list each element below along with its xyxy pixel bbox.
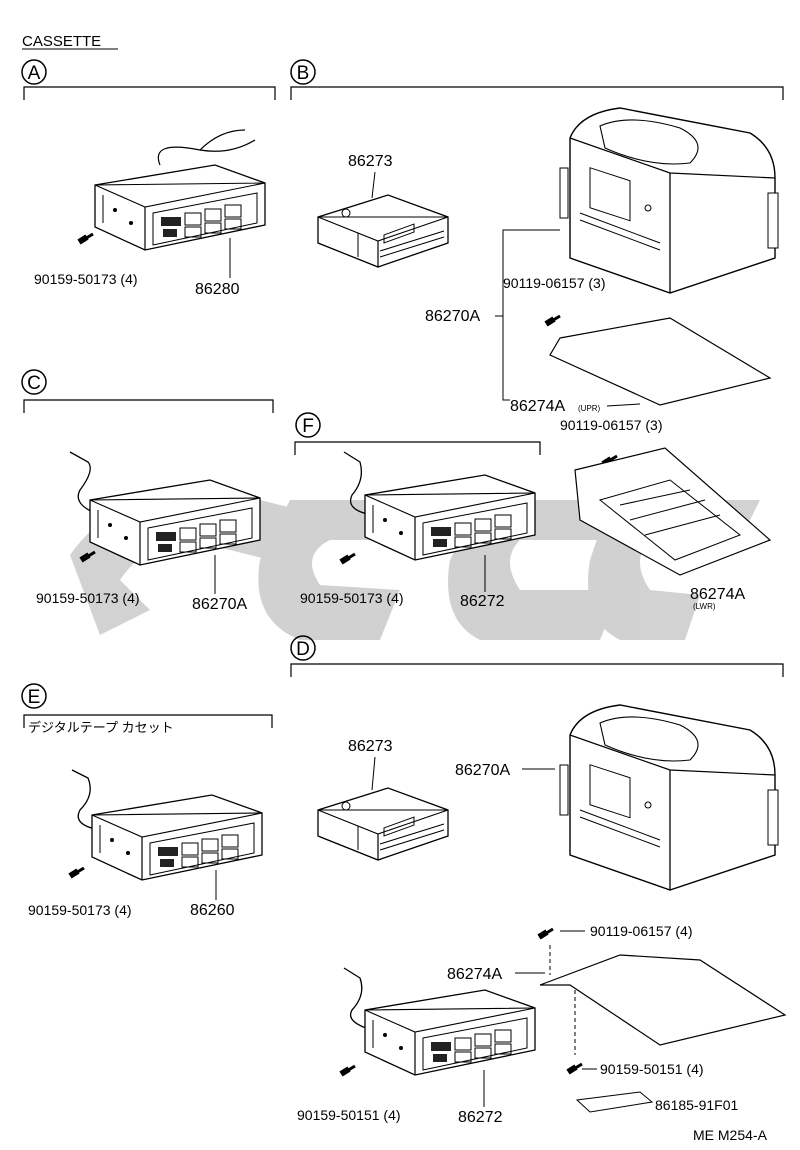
section-d-bracket <box>290 663 784 677</box>
bracket-upr <box>549 317 772 406</box>
box-86270a <box>559 107 779 294</box>
part-label: 86272 <box>460 593 505 610</box>
part-label: 90159-50173 (4) <box>28 902 132 918</box>
radio-86280 <box>94 164 266 251</box>
section-f-badge <box>295 412 321 438</box>
part-suffix: (UPR) <box>578 404 601 413</box>
leader-line <box>371 756 376 791</box>
section-c-letter: C <box>27 373 41 394</box>
section-e-note: デジタルテープ カセット <box>28 720 174 735</box>
section-d-badge <box>290 635 316 661</box>
part-label: 90119-06157 (3) <box>503 275 605 291</box>
part-label: 90159-50173 (4) <box>36 590 140 606</box>
section-d: D 86273 86270A 90119-06157 (4) 86274A 90… <box>290 635 787 1126</box>
section-c: C 90159-50173 (4) 86270A <box>21 369 274 613</box>
part-suffix: (LWR) <box>693 602 716 611</box>
section-c-bracket <box>23 399 274 413</box>
screw-icon <box>341 1066 355 1074</box>
part-label: 86270A <box>425 308 480 325</box>
section-e-letter: E <box>28 687 41 708</box>
radio-86260 <box>91 794 263 881</box>
part-label: 86185-91F01 <box>655 1097 739 1113</box>
section-a-letter: A <box>28 63 41 84</box>
box-86273 <box>317 194 449 268</box>
bracket-lwr <box>574 447 772 576</box>
section-e-badge <box>21 683 47 709</box>
section-f-bracket <box>294 441 541 455</box>
page-title: CASSETTE <box>22 33 101 50</box>
section-e: E デジタルテープ カセット 90159-50173 (4) 86260 <box>21 683 273 919</box>
part-label: 86280 <box>195 281 240 298</box>
section-f-letter: F <box>302 416 314 437</box>
section-b-letter: B <box>297 63 310 84</box>
radio-86272 <box>364 989 536 1076</box>
part-label: 90119-06157 (3) <box>560 417 662 433</box>
section-c-badge <box>21 369 47 395</box>
part-label: 86274A <box>447 966 502 983</box>
part-label: 90119-06157 (4) <box>590 923 692 939</box>
section-b-bracket <box>290 86 784 100</box>
part-label: 90159-50151 (4) <box>297 1107 401 1123</box>
part-label: 86273 <box>348 738 393 755</box>
bracket-86274a <box>539 954 787 1046</box>
part-label: 90159-50173 (4) <box>300 590 404 606</box>
pad-86185 <box>575 1091 654 1113</box>
screw-icon <box>79 234 93 242</box>
antenna-cable <box>71 769 101 831</box>
antenna-cable <box>343 451 373 516</box>
box-86273 <box>317 787 449 861</box>
section-d-letter: D <box>296 639 310 660</box>
part-label: 86272 <box>458 1109 503 1126</box>
screw-icon <box>70 868 84 876</box>
leader-line <box>502 316 510 401</box>
leader-line <box>371 171 376 199</box>
part-label: 90159-50151 (4) <box>600 1061 704 1077</box>
antenna-cable <box>343 967 373 1031</box>
section-b: B 86273 86270A 90119-06157 (3) 86274A (U… <box>290 59 784 415</box>
part-label: 86274A <box>690 586 745 603</box>
part-label: 86260 <box>190 902 235 919</box>
section-a: A 90159-50173 (4) 86280 <box>21 59 276 298</box>
section-a-bracket <box>23 86 276 100</box>
part-label: 86273 <box>348 153 393 170</box>
screw-icon <box>546 316 560 324</box>
leader-line <box>606 403 641 407</box>
leader-line <box>495 229 560 317</box>
part-label: 90159-50173 (4) <box>34 271 138 287</box>
section-b-badge <box>290 59 316 85</box>
section-a-badge <box>21 59 47 85</box>
section-f: F 90159-50173 (4) 86272 90119-06157 (3) … <box>294 412 772 611</box>
section-e-bracket <box>23 714 273 728</box>
part-label: 86274A <box>510 398 565 415</box>
part-label: 86270A <box>192 596 247 613</box>
part-label: 86270A <box>455 762 510 779</box>
screw-icon <box>341 554 355 562</box>
box-86270a <box>559 704 779 891</box>
antenna-cable <box>69 451 101 516</box>
screw-icon <box>568 1064 582 1072</box>
radio-86270a <box>89 479 261 566</box>
footer-code: ME M254-A <box>693 1127 768 1143</box>
bracket-lwr-frame <box>598 479 742 561</box>
screw-icon <box>539 929 553 937</box>
wire-harness <box>157 129 256 166</box>
